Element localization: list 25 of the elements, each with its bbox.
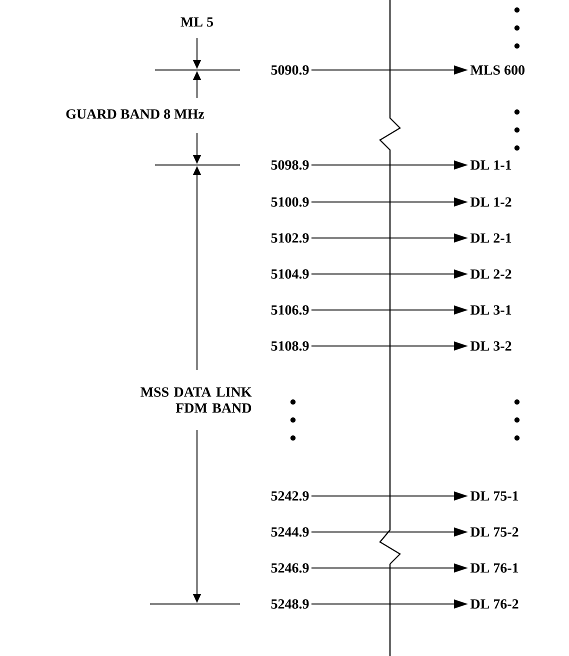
frequency-label: 5102.9 bbox=[271, 233, 309, 243]
channel-label: DL 2-2 bbox=[470, 269, 512, 279]
channel-label: DL 75-2 bbox=[470, 527, 518, 537]
frequency-label: 5106.9 bbox=[271, 305, 309, 315]
band-label: MSS DATA LINK FDM BAND bbox=[140, 387, 252, 413]
channel-label: DL 3-2 bbox=[470, 341, 512, 351]
frequency-label: 5100.9 bbox=[271, 197, 309, 207]
channel-label: DL 76-1 bbox=[470, 563, 518, 573]
channel-label: DL 1-2 bbox=[470, 197, 512, 207]
frequency-label: 5244.9 bbox=[271, 527, 309, 537]
channel-label: MLS 600 bbox=[470, 65, 524, 75]
frequency-label: 5090.9 bbox=[271, 65, 309, 75]
frequency-label: 5104.9 bbox=[271, 269, 309, 279]
channel-label: DL 2-1 bbox=[470, 233, 512, 243]
band-label: GUARD BAND 8 MHz bbox=[66, 109, 204, 119]
frequency-label: 5098.9 bbox=[271, 160, 309, 170]
channel-label: DL 3-1 bbox=[470, 305, 512, 315]
channel-label: DL 75-1 bbox=[470, 491, 518, 501]
frequency-label: 5246.9 bbox=[271, 563, 309, 573]
frequency-label: 5248.9 bbox=[271, 599, 309, 609]
channel-label: DL 1-1 bbox=[470, 160, 512, 170]
band-label: ML 5 bbox=[180, 17, 214, 27]
frequency-label: 5242.9 bbox=[271, 491, 309, 501]
frequency-label: 5108.9 bbox=[271, 341, 309, 351]
channel-label: DL 76-2 bbox=[470, 599, 518, 609]
